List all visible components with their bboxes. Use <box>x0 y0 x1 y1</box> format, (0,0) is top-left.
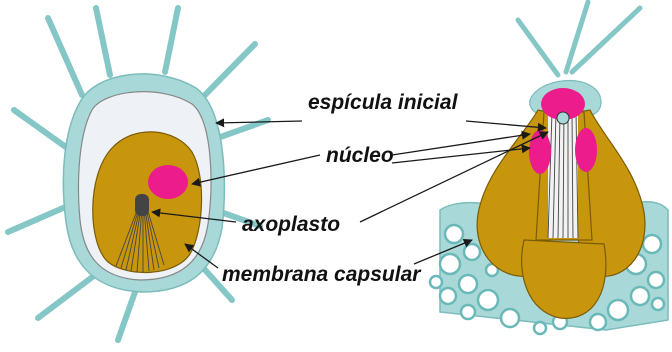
left-cell <box>8 8 268 340</box>
label-espicula-inicial: espícula inicial <box>308 91 459 114</box>
left-nucleus <box>148 165 188 199</box>
right-axoplast <box>548 112 578 238</box>
labels: espícula inicial núcleo axoplasto membra… <box>222 91 459 286</box>
label-membrana-capsular: membrana capsular <box>222 263 422 286</box>
right-cell <box>430 2 668 334</box>
right-cell-spines <box>518 2 640 75</box>
right-initial-spicule <box>557 112 569 124</box>
label-axoplasto: axoplasto <box>242 213 340 236</box>
label-nucleo: núcleo <box>326 144 394 167</box>
